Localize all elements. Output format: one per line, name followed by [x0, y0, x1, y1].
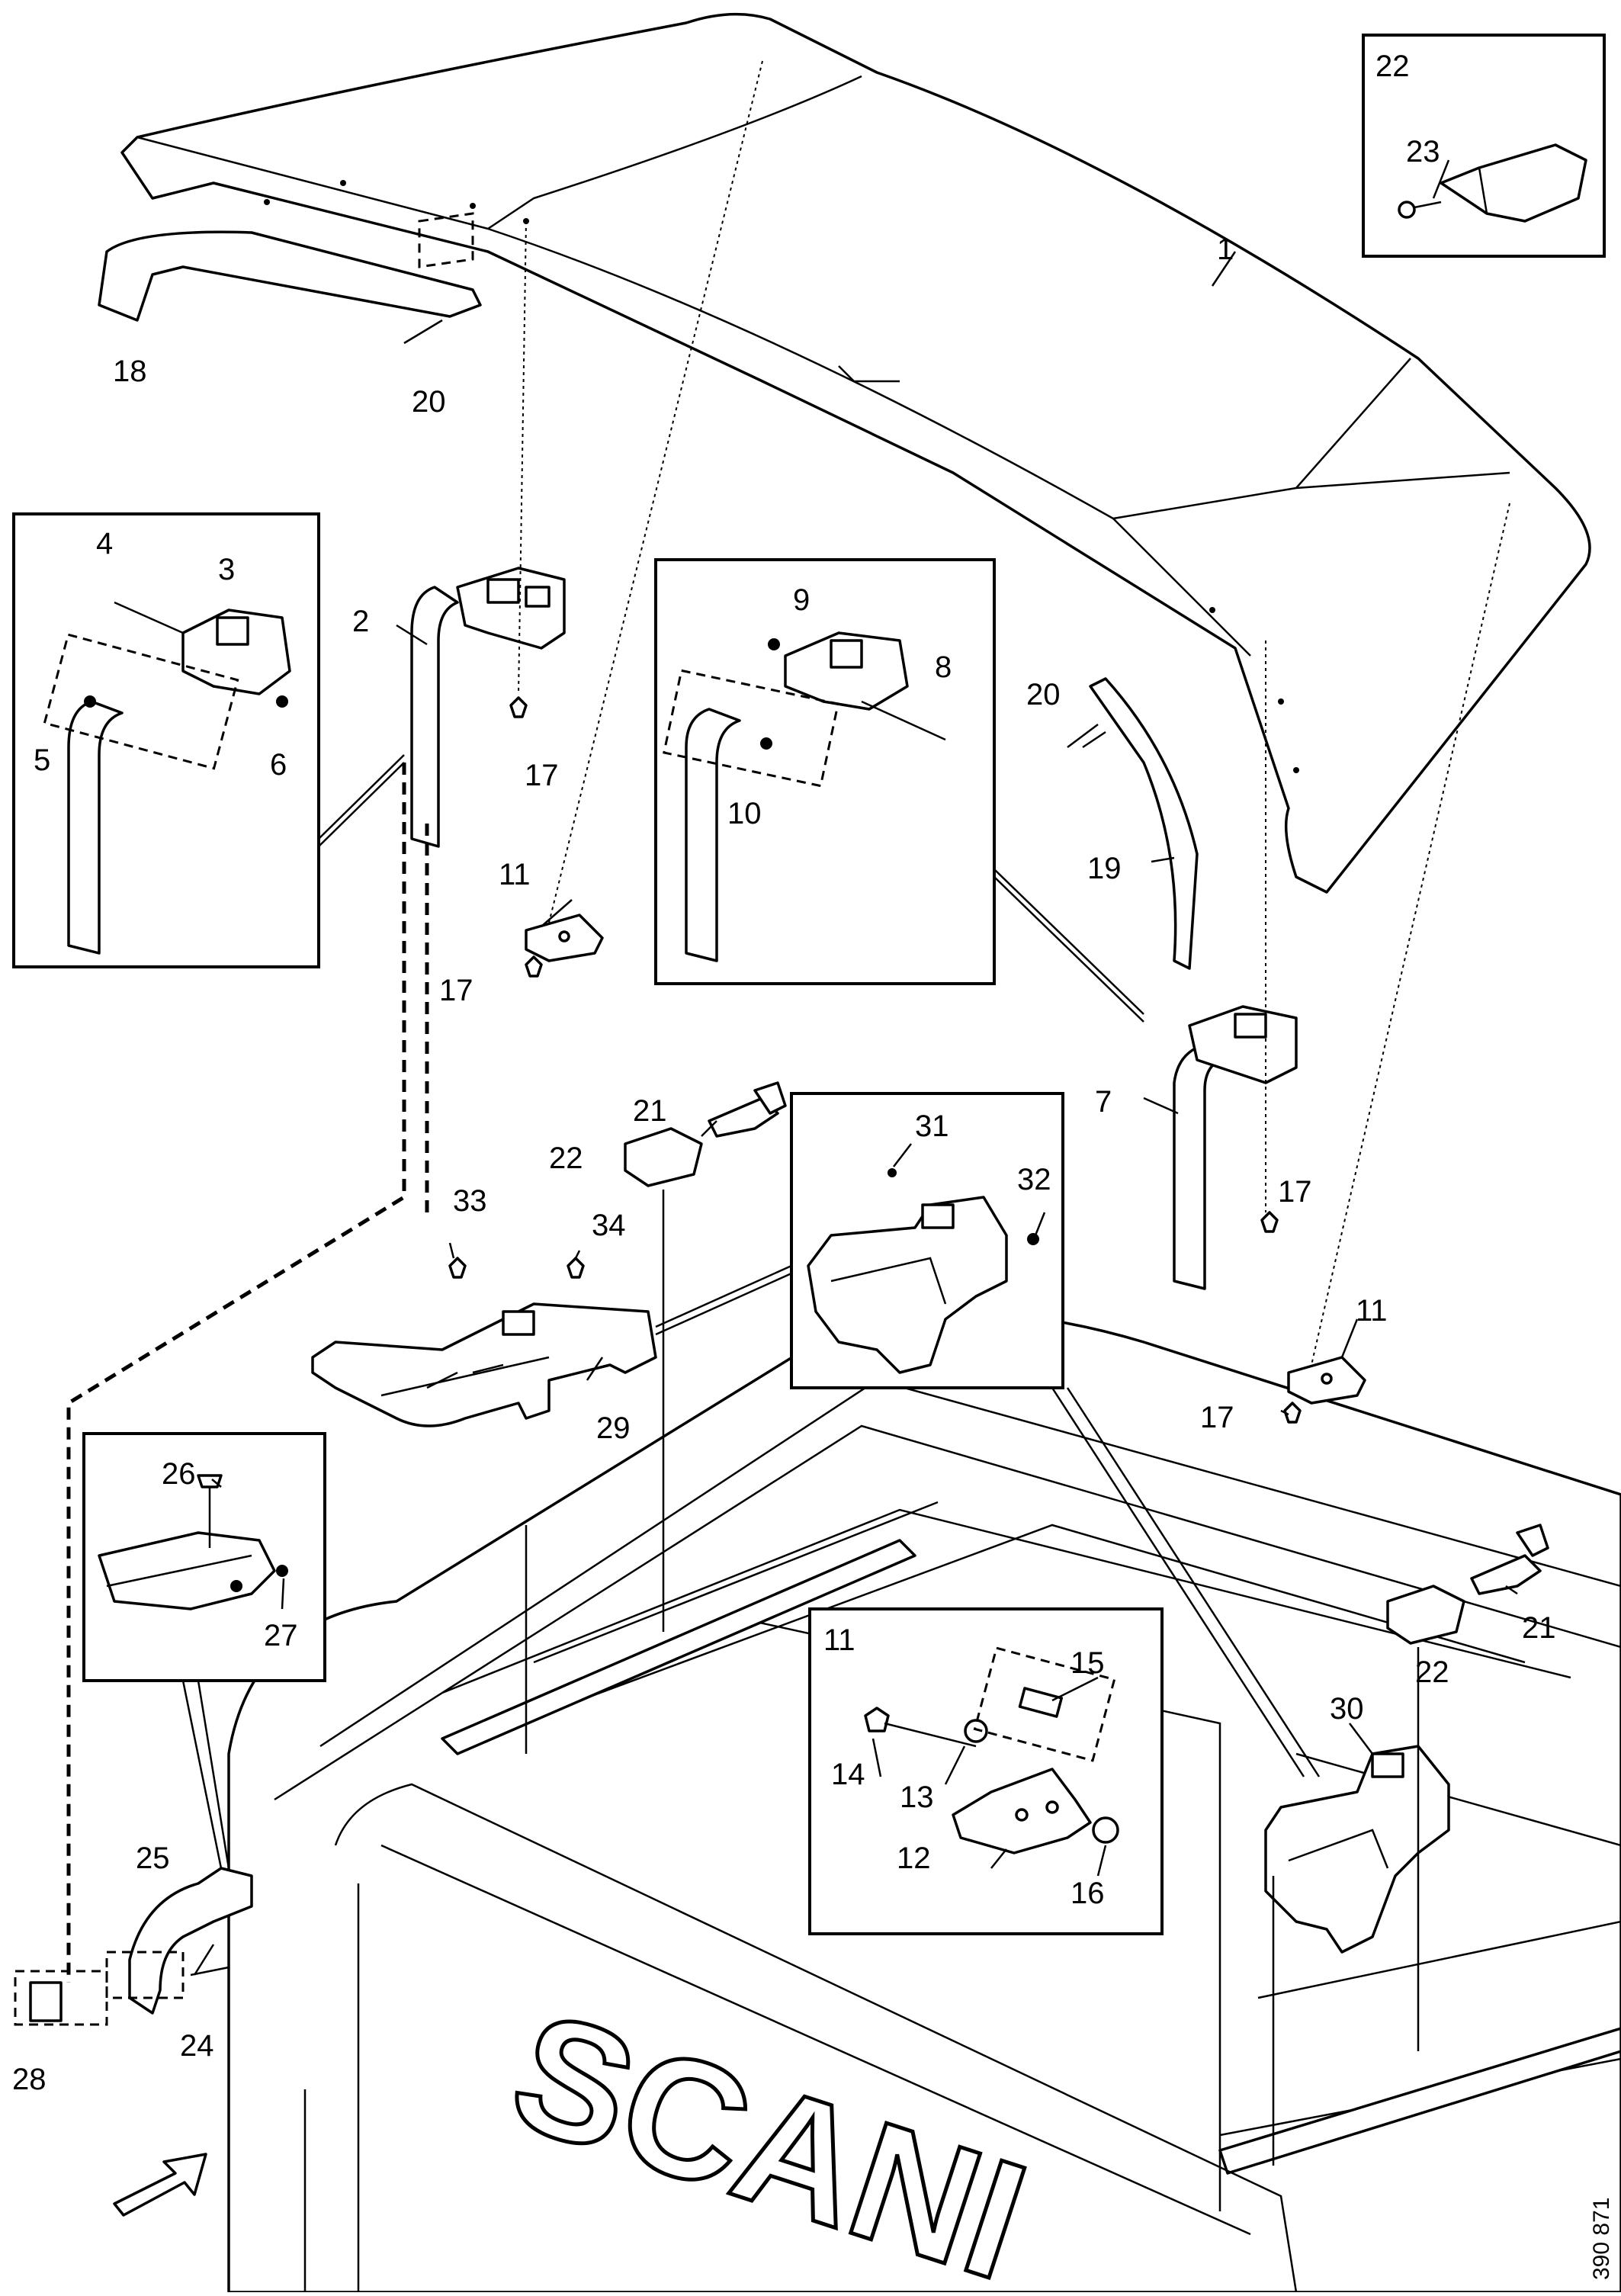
callout-31: 31 — [915, 1109, 949, 1143]
alignment-lines — [66, 60, 1510, 2166]
side-deflector-part-19 — [1089, 677, 1199, 970]
callout-7: 7 — [1095, 1085, 1112, 1119]
callout-17-a: 17 — [525, 759, 559, 792]
callout-18: 18 — [113, 355, 147, 388]
callout-2: 2 — [352, 605, 369, 638]
detail-box-22 — [1362, 34, 1606, 258]
callout-22-detail: 22 — [1375, 50, 1410, 83]
callout-19: 19 — [1087, 852, 1122, 885]
callout-3: 3 — [218, 553, 235, 586]
callout-32: 32 — [1017, 1163, 1051, 1196]
callout-30: 30 — [1330, 1692, 1364, 1726]
callout-28: 28 — [12, 2063, 47, 2096]
callout-12: 12 — [897, 1842, 931, 1875]
hinge-plate-part-11-lower — [1287, 1356, 1366, 1405]
hinge-plate-part-11-upper — [525, 914, 604, 962]
callout-1: 1 — [1217, 233, 1234, 266]
callout-16: 16 — [1071, 1877, 1105, 1910]
clip-part-28 — [14, 1970, 108, 2026]
callout-23: 23 — [1406, 135, 1440, 169]
bracket-part-7 — [1173, 1005, 1298, 1290]
link-part-21-upper — [708, 1081, 787, 1138]
callout-34: 34 — [592, 1209, 626, 1242]
callout-15: 15 — [1071, 1646, 1105, 1680]
detail-box-11-16 — [808, 1607, 1164, 1935]
callout-9: 9 — [793, 583, 810, 617]
bracket-part-2 — [410, 567, 566, 848]
callout-11-detail: 11 — [823, 1623, 855, 1657]
callout-33: 33 — [453, 1184, 487, 1218]
callout-22-upper: 22 — [549, 1142, 583, 1175]
callout-17-b: 17 — [439, 974, 473, 1007]
callout-4: 4 — [96, 527, 113, 560]
detail-leaders — [181, 754, 1321, 1869]
callout-8: 8 — [935, 650, 952, 684]
callout-29: 29 — [596, 1411, 631, 1445]
callout-5: 5 — [34, 743, 50, 777]
callout-17-d: 17 — [1200, 1401, 1234, 1434]
arrow-icon — [113, 2153, 207, 2217]
side-deflector-part-18 — [98, 230, 482, 322]
callout-6: 6 — [270, 748, 287, 782]
part-leaders — [193, 159, 1518, 1976]
link-part-21-lower — [1470, 1524, 1549, 1595]
detail-box-3-6 — [12, 512, 320, 968]
base-bracket-part-29 — [311, 1302, 657, 1427]
callout-21-lower: 21 — [1522, 1611, 1556, 1645]
detail-box-31-32 — [790, 1092, 1064, 1389]
callout-21-upper: 21 — [633, 1094, 667, 1128]
catch-part-22-upper — [624, 1127, 703, 1187]
fasteners — [190, 319, 1302, 1976]
callout-25: 25 — [136, 1842, 170, 1875]
callout-14: 14 — [831, 1758, 865, 1791]
detail-box-7-10 — [654, 558, 996, 985]
callout-17-c: 17 — [1278, 1175, 1312, 1209]
callout-20-b: 20 — [1026, 678, 1061, 711]
callout-22-lower: 22 — [1415, 1655, 1449, 1689]
callout-11-upper: 11 — [499, 858, 531, 891]
callout-11-lower: 11 — [1356, 1294, 1388, 1328]
callout-13: 13 — [900, 1781, 934, 1814]
callout-labels: 1 2 3 4 5 6 7 8 9 10 11 11 11 12 13 14 1… — [12, 50, 1556, 2096]
callout-24: 24 — [180, 2029, 214, 2063]
catch-part-22-lower — [1386, 1585, 1465, 1645]
detail-box-26-27 — [82, 1432, 326, 1682]
callout-10: 10 — [727, 797, 762, 830]
roof-spoiler-part-1 — [120, 12, 1591, 894]
callout-20-a: 20 — [412, 385, 446, 419]
document-number: 390 871 — [1589, 2198, 1614, 2280]
callout-26: 26 — [162, 1457, 196, 1491]
callout-27: 27 — [264, 1619, 298, 1652]
